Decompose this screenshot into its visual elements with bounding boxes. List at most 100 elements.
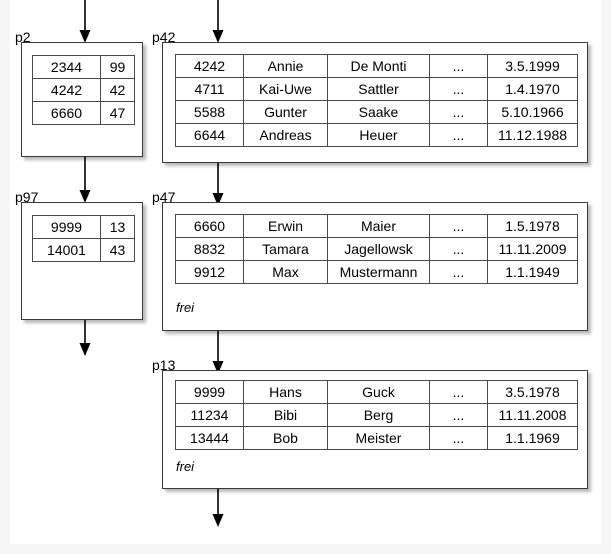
cell-id: 8832 — [175, 237, 244, 261]
cell-ptr: 99 — [100, 55, 135, 79]
cell-ptr: 47 — [100, 101, 135, 125]
cell-id: 5588 — [175, 100, 244, 124]
arrow-p42-to-p47 — [212, 160, 224, 206]
cell-last: Maier — [327, 214, 430, 238]
cell-first: Kai-Uwe — [243, 77, 328, 101]
node-p13[interactable]: 9999 Hans Guck ... 3.5.1978 11234 Bibi B… — [162, 370, 588, 489]
table-row: 2344 99 — [32, 55, 135, 79]
cell-ellipsis: ... — [429, 260, 488, 284]
cell-first: Gunter — [243, 100, 328, 124]
record-table-p13: 9999 Hans Guck ... 3.5.1978 11234 Bibi B… — [175, 380, 578, 450]
cell-first: Bibi — [243, 403, 328, 427]
table-row: 4242 42 — [32, 78, 135, 102]
table-row: 9999 Hans Guck ... 3.5.1978 — [175, 380, 578, 404]
cell-ellipsis: ... — [429, 403, 488, 427]
free-space-label-p13: frei — [176, 459, 195, 474]
cell-first: Max — [243, 260, 328, 284]
table-row: 14001 43 — [32, 238, 135, 262]
cell-last: Berg — [327, 403, 430, 427]
cell-last: Sattler — [327, 77, 430, 101]
arrow-p47-to-p13 — [212, 330, 224, 374]
cell-ellipsis: ... — [429, 426, 488, 450]
cell-ellipsis: ... — [429, 214, 488, 238]
record-table-p47: 6660 Erwin Maier ... 1.5.1978 8832 Tamar… — [175, 214, 578, 284]
cell-date: 1.1.1949 — [487, 260, 578, 284]
cell-id: 11234 — [175, 403, 244, 427]
table-row: 9912 Max Mustermann ... 1.1.1949 — [175, 260, 578, 284]
table-row: 4711 Kai-Uwe Sattler ... 1.4.1970 — [175, 77, 578, 101]
cell-key: 14001 — [32, 238, 101, 262]
cell-ellipsis: ... — [429, 54, 488, 78]
cell-id: 9912 — [175, 260, 244, 284]
table-row: 6644 Andreas Heuer ... 11.12.1988 — [175, 123, 578, 147]
cell-date: 11.11.2008 — [487, 403, 578, 427]
cell-date: 3.5.1978 — [487, 380, 578, 404]
cell-first: Tamara — [243, 237, 328, 261]
table-row: 13444 Bob Meister ... 1.1.1969 — [175, 426, 578, 450]
diagram-canvas: p2 2344 99 4242 42 6660 47 p97 — [10, 0, 601, 544]
cell-date: 11.12.1988 — [487, 123, 578, 147]
cell-ellipsis: ... — [429, 123, 488, 147]
node-p97[interactable]: 9999 13 14001 43 — [21, 202, 143, 320]
cell-date: 1.5.1978 — [487, 214, 578, 238]
cell-first: Andreas — [243, 123, 328, 147]
cell-ptr: 43 — [100, 238, 135, 262]
table-row: 5588 Gunter Saake ... 5.10.1966 — [175, 100, 578, 124]
cell-first: Erwin — [243, 214, 328, 238]
cell-id: 4242 — [175, 54, 244, 78]
arrow-p2-to-p97 — [79, 155, 91, 203]
cell-last: De Monti — [327, 54, 430, 78]
record-table-p42: 4242 Annie De Monti ... 3.5.1999 4711 Ka… — [175, 54, 578, 147]
cell-last: Heuer — [327, 123, 430, 147]
cell-first: Bob — [243, 426, 328, 450]
node-label-p13: p13 — [152, 357, 176, 373]
arrow-p97-out — [79, 318, 91, 356]
cell-id: 4711 — [175, 77, 244, 101]
node-label-p42: p42 — [152, 29, 176, 45]
table-row: 8832 Tamara Jagellowsk ... 11.11.2009 — [175, 237, 578, 261]
cell-date: 5.10.1966 — [487, 100, 578, 124]
cell-key: 6660 — [32, 101, 101, 125]
table-row: 9999 13 — [32, 215, 135, 239]
cell-ptr: 13 — [100, 215, 135, 239]
node-p2[interactable]: 2344 99 4242 42 6660 47 — [21, 42, 143, 157]
cell-date: 11.11.2009 — [487, 237, 578, 261]
cell-last: Saake — [327, 100, 430, 124]
cell-id: 6644 — [175, 123, 244, 147]
cell-id: 6660 — [175, 214, 244, 238]
cell-date: 1.1.1969 — [487, 426, 578, 450]
table-row: 6660 47 — [32, 101, 135, 125]
cell-date: 3.5.1999 — [487, 54, 578, 78]
arrow-p13-out — [212, 487, 224, 527]
cell-last: Meister — [327, 426, 430, 450]
node-label-p97: p97 — [15, 189, 39, 205]
cell-last: Guck — [327, 380, 430, 404]
node-label-p47: p47 — [152, 189, 176, 205]
arrow-into-p42 — [212, 0, 224, 43]
cell-ellipsis: ... — [429, 77, 488, 101]
cell-ellipsis: ... — [429, 100, 488, 124]
cell-key: 4242 — [32, 78, 101, 102]
cell-ptr: 42 — [100, 78, 135, 102]
cell-first: Annie — [243, 54, 328, 78]
record-table-p97: 9999 13 14001 43 — [32, 215, 135, 262]
node-p47[interactable]: 6660 Erwin Maier ... 1.5.1978 8832 Tamar… — [162, 202, 588, 331]
cell-ellipsis: ... — [429, 237, 488, 261]
table-row: 6660 Erwin Maier ... 1.5.1978 — [175, 214, 578, 238]
cell-id: 13444 — [175, 426, 244, 450]
free-space-label-p47: frei — [176, 300, 195, 315]
cell-key: 2344 — [32, 55, 101, 79]
cell-id: 9999 — [175, 380, 244, 404]
node-p42[interactable]: 4242 Annie De Monti ... 3.5.1999 4711 Ka… — [162, 42, 588, 163]
cell-key: 9999 — [32, 215, 101, 239]
cell-ellipsis: ... — [429, 380, 488, 404]
cell-last: Jagellowsk — [327, 237, 430, 261]
table-row: 4242 Annie De Monti ... 3.5.1999 — [175, 54, 578, 78]
cell-date: 1.4.1970 — [487, 77, 578, 101]
cell-last: Mustermann — [327, 260, 430, 284]
node-label-p2: p2 — [15, 29, 31, 45]
table-row: 11234 Bibi Berg ... 11.11.2008 — [175, 403, 578, 427]
arrow-into-p2 — [79, 0, 91, 43]
record-table-p2: 2344 99 4242 42 6660 47 — [32, 55, 135, 125]
cell-first: Hans — [243, 380, 328, 404]
